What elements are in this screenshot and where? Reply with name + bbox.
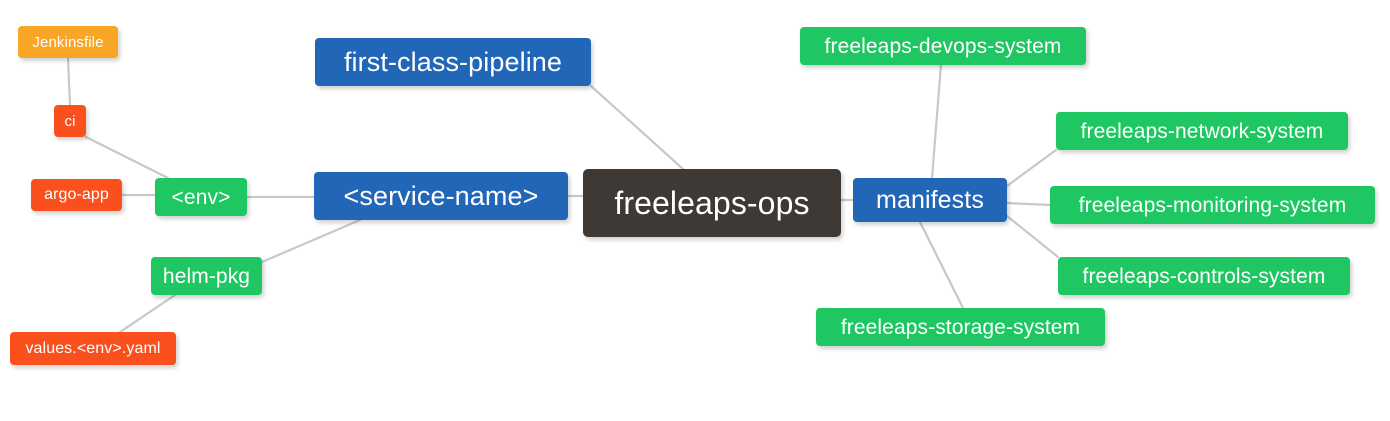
edge-jenkinsfile-to-ci [66, 56, 72, 107]
node-jenkinsfile[interactable]: Jenkinsfile [18, 26, 118, 58]
node-first-class-pipeline[interactable]: first-class-pipeline [315, 38, 591, 86]
node-freeleaps-storage-system[interactable]: freeleaps-storage-system [816, 308, 1105, 346]
edge-first-class-pipeline-to-freeleaps-ops [589, 84, 685, 171]
node-label: manifests [876, 185, 984, 214]
node-values-env-yaml[interactable]: values.<env>.yaml [10, 332, 176, 365]
node-label: helm-pkg [162, 264, 251, 288]
node-env[interactable]: <env> [155, 178, 247, 216]
node-label: freeleaps-ops [614, 185, 810, 221]
node-freeleaps-network-system[interactable]: freeleaps-network-system [1056, 112, 1348, 150]
edge-helm-pkg-to-service-name [260, 218, 362, 264]
node-label: freeleaps-network-system [1080, 119, 1324, 143]
node-freeleaps-ops[interactable]: freeleaps-ops [583, 169, 841, 237]
node-label: first-class-pipeline [343, 46, 563, 77]
node-label: ci [64, 112, 76, 130]
edge-manifests-to-freeleaps-storage-system [918, 220, 965, 310]
edge-values-env-yaml-to-helm-pkg [118, 293, 177, 334]
node-label: Jenkinsfile [32, 33, 104, 51]
node-label: freeleaps-storage-system [840, 315, 1081, 339]
node-label: argo-app [44, 186, 109, 203]
edge-manifests-to-freeleaps-devops-system [930, 63, 943, 180]
node-freeleaps-controls-system[interactable]: freeleaps-controls-system [1058, 257, 1350, 295]
node-label: <service-name> [343, 180, 539, 211]
node-service-name[interactable]: <service-name> [314, 172, 568, 220]
node-helm-pkg[interactable]: helm-pkg [151, 257, 262, 295]
node-freeleaps-monitoring-system[interactable]: freeleaps-monitoring-system [1050, 186, 1375, 224]
edge-manifests-to-freeleaps-network-system [1005, 148, 1058, 188]
edge-ci-to-env [84, 135, 170, 180]
node-label: freeleaps-devops-system [824, 34, 1062, 58]
node-label: freeleaps-controls-system [1082, 264, 1326, 288]
node-argo-app[interactable]: argo-app [31, 179, 122, 211]
node-freeleaps-devops-system[interactable]: freeleaps-devops-system [800, 27, 1086, 65]
node-manifests[interactable]: manifests [853, 178, 1007, 222]
node-label: <env> [171, 185, 231, 209]
node-label: freeleaps-monitoring-system [1078, 193, 1347, 217]
node-label: values.<env>.yaml [25, 339, 161, 357]
edge-manifests-to-freeleaps-monitoring-system [1005, 201, 1052, 207]
node-ci[interactable]: ci [54, 105, 86, 137]
